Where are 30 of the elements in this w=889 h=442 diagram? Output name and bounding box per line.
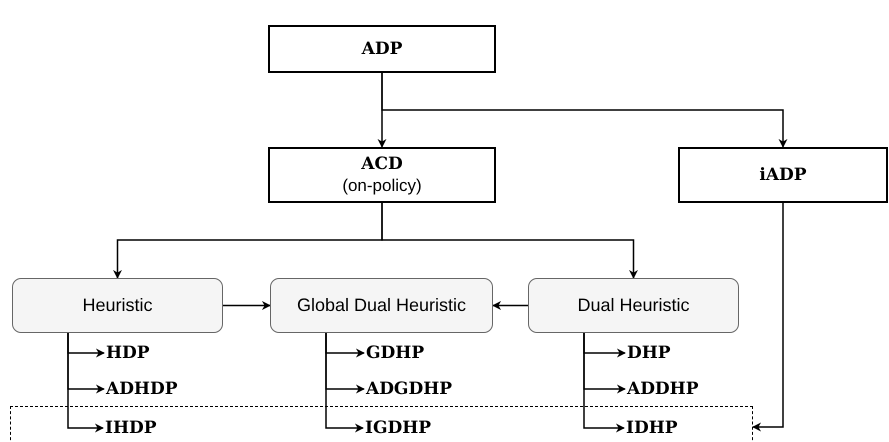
arrow — [492, 301, 528, 310]
algorithm-label: ADHDP — [106, 379, 178, 399]
box-title: iADP — [759, 164, 807, 186]
category-box — [268, 147, 496, 203]
algorithm-label: HDP — [106, 343, 150, 363]
method-box — [528, 278, 739, 333]
algorithm-label: ADGDHP — [366, 379, 452, 399]
category-box — [678, 147, 888, 203]
method-name: Global Dual Heuristic — [296, 295, 466, 316]
algorithm-label: GDHP — [366, 343, 424, 363]
category-box — [268, 25, 496, 73]
arrow — [381, 73, 788, 148]
algorithm-label: IGDHP — [365, 418, 432, 438]
method-box — [270, 278, 493, 333]
method-name: Dual Heuristic — [577, 295, 690, 316]
arrow — [381, 203, 638, 279]
algorithm-label: ADDHP — [627, 379, 699, 399]
arrow — [223, 301, 271, 310]
algorithm-label: DHP — [627, 343, 671, 363]
box-title: ACD — [361, 154, 403, 175]
method-box — [12, 278, 223, 333]
algorithm-label: IDHP — [626, 418, 678, 438]
method-name: Heuristic — [82, 295, 152, 316]
box-subtitle: (on-policy) — [342, 175, 422, 196]
arrow — [325, 333, 364, 432]
arrow — [67, 333, 104, 432]
algorithm-label: IHDP — [105, 418, 157, 438]
arrow — [752, 203, 784, 432]
box-title: ADP — [362, 38, 402, 60]
arrow — [583, 333, 625, 432]
